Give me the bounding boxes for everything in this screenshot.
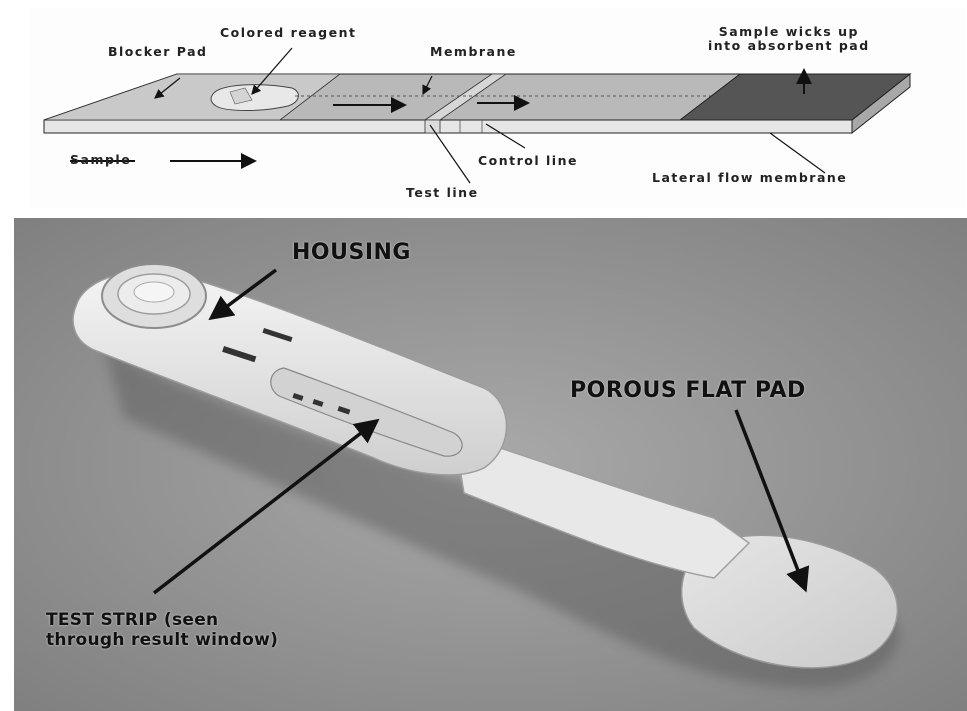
label-blocker-pad: Blocker Pad (108, 45, 208, 59)
strip-front-face (44, 120, 852, 133)
label-porous-flat-pad: POROUS FLAT PAD (570, 378, 806, 404)
label-test-line: Test line (406, 186, 479, 200)
label-colored-reagent: Colored reagent (220, 26, 356, 40)
label-lateral-flow-membrane: Lateral flow membrane (652, 171, 847, 185)
colored-reagent-blob (211, 85, 298, 111)
label-test-strip: TEST STRIP (seen through result window) (46, 610, 278, 651)
test-device-photo: HOUSING POROUS FLAT PAD TEST STRIP (seen… (14, 218, 967, 711)
label-membrane: Membrane (430, 45, 517, 59)
label-housing: HOUSING (292, 240, 411, 266)
label-control-line: Control line (478, 154, 578, 168)
label-sample: Sample (70, 153, 131, 167)
lateral-flow-strip-schematic: Blocker Pad Colored reagent Membrane Sam… (30, 8, 965, 208)
label-sample-wicks-up: Sample wicks up into absorbent pad (708, 25, 870, 54)
